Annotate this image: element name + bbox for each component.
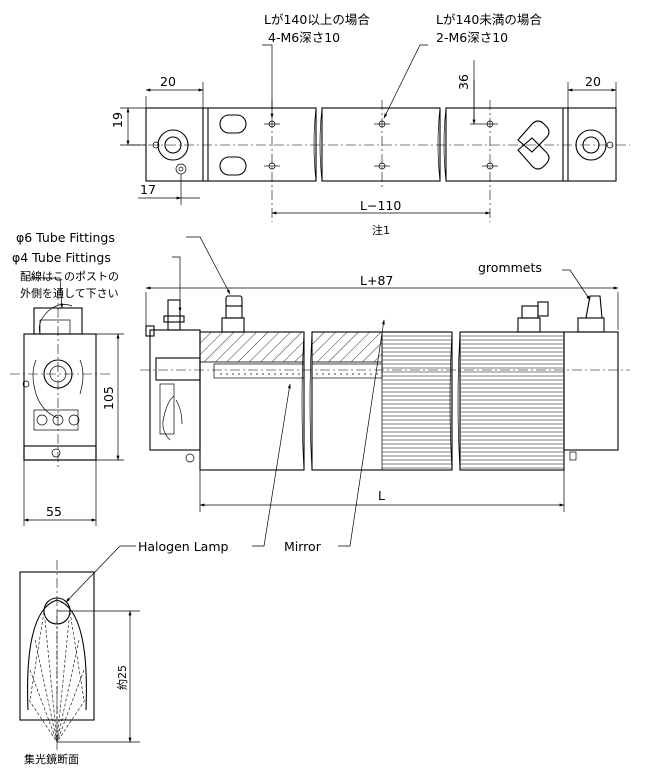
dim-right-20: 20 <box>585 74 601 89</box>
label-tube-fitting-6: φ6 Tube Fittings <box>16 230 115 245</box>
right-end-block <box>563 331 619 451</box>
note-ge140-line1: Lが140以上の場合 <box>264 12 370 27</box>
dim-L-minus-110: L−110 <box>360 198 401 213</box>
left-fitting-icon <box>219 114 247 176</box>
label-wiring-note-line1: 配線はこのポストの <box>20 269 119 283</box>
grommet-icon <box>577 295 605 333</box>
note-ge140-line2: 4-M6深さ10 <box>268 30 340 45</box>
top-view-body-mid <box>321 107 441 182</box>
note-lt140-line1: Lが140未満の場合 <box>436 12 542 27</box>
heat-sink-fins <box>381 331 565 471</box>
dim-36: 36 <box>456 74 471 90</box>
top-view-body-right <box>445 107 617 182</box>
dim-approx-25: 約25 <box>115 665 129 690</box>
section-caption: 集光鏡断面 <box>24 752 79 766</box>
dim-55: 55 <box>46 504 62 519</box>
dim-L: L <box>378 488 385 503</box>
reflector-section <box>19 545 140 750</box>
top-view-body-left <box>145 107 317 182</box>
left-end-port-icon <box>152 129 189 175</box>
reflector-mirror-curve <box>27 599 87 711</box>
front-body-seg3 <box>459 331 565 471</box>
dim-105: 105 <box>101 386 116 410</box>
left-top-fitting-icon <box>221 295 245 333</box>
dim-L-plus-87: L+87 <box>360 273 393 288</box>
dim-left-20: 20 <box>160 74 176 89</box>
fin-lines <box>382 335 564 469</box>
right-elbow-fitting-icon <box>517 120 550 170</box>
label-tube-fitting-4: φ4 Tube Fittings <box>12 250 111 265</box>
label-wiring-note-line2: 外側を通して下さい <box>20 287 119 300</box>
front-view <box>140 236 630 547</box>
light-ray-lines <box>28 611 86 743</box>
left-end-assembly <box>145 299 201 463</box>
top-view <box>120 44 630 222</box>
label-halogen-lamp: Halogen Lamp <box>138 539 229 554</box>
reflector-housing <box>19 571 95 721</box>
side-view-lamp-icon <box>22 304 84 431</box>
right-top-fitting-icon <box>517 301 549 333</box>
label-mirror: Mirror <box>284 539 322 554</box>
note-1: 注1 <box>372 223 390 237</box>
dim-19: 19 <box>110 112 125 128</box>
note-lt140-line2: 2-M6深さ10 <box>436 30 508 45</box>
side-view <box>10 277 124 526</box>
label-grommets: grommets <box>478 260 542 275</box>
side-view-body <box>23 333 97 461</box>
right-end-port-icon <box>575 129 614 161</box>
dim-17: 17 <box>140 182 156 197</box>
